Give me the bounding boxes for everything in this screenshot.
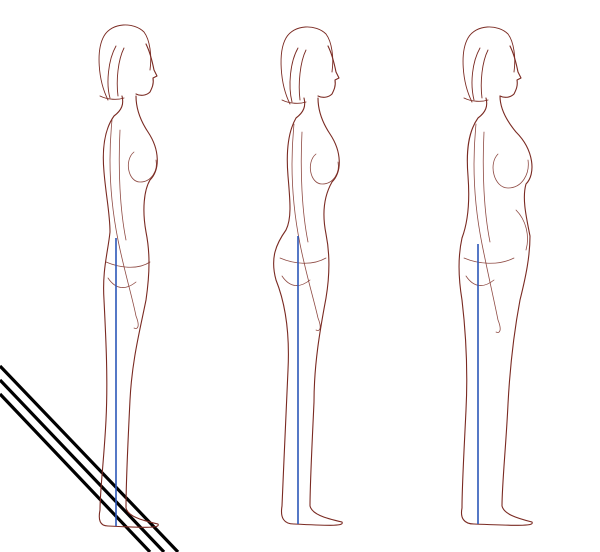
face-profile [317,45,340,98]
front-contour [293,97,343,526]
stripe-2 [0,378,166,552]
hair [462,26,516,103]
stripe-1 [0,392,152,552]
belly [515,209,528,251]
floor-stripes [0,364,180,552]
arm [473,123,501,333]
hip-line [463,257,515,286]
face-profile [499,45,522,98]
figure-upright [458,26,533,526]
arm [109,119,139,329]
figure-arched [273,26,343,526]
arm [291,123,321,331]
hip-line [105,261,151,288]
bust [127,151,157,183]
bust [492,153,529,189]
hair [280,26,334,105]
bust [309,153,339,185]
back-contour [273,97,306,525]
front-contour [107,95,159,528]
front-contour [473,95,533,526]
face-profile [135,43,158,96]
hip-line [279,257,327,286]
back-contour [98,95,124,527]
stripe-3 [0,364,180,552]
back-contour [458,97,488,525]
hair [98,24,152,101]
figure-sway-back [98,24,159,528]
